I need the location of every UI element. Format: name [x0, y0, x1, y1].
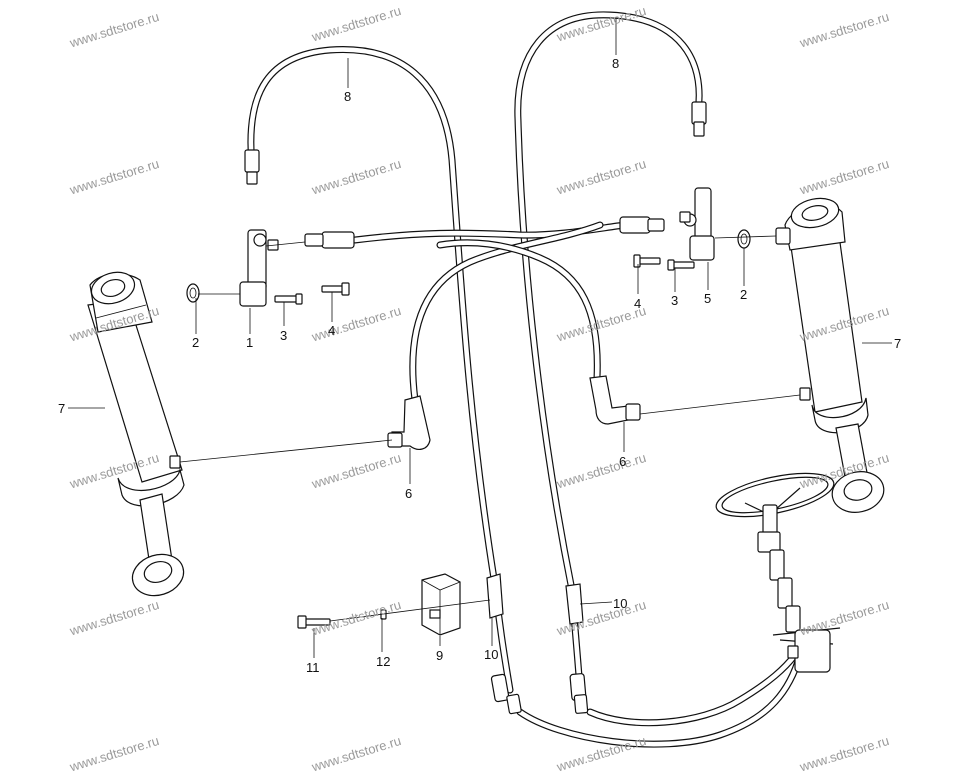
- bolt-4-left: [321, 282, 350, 296]
- bolt-11: [297, 615, 331, 629]
- hose-clip-10-left: [486, 573, 504, 619]
- callout-3-right: 3: [671, 293, 679, 308]
- callout-9: 9: [436, 648, 444, 663]
- leader-lines: [68, 18, 892, 658]
- callout-8-right: 8: [612, 56, 620, 71]
- callout-12: 12: [376, 654, 391, 669]
- bolt-3-left: [274, 293, 303, 305]
- callout-11: 11: [306, 660, 320, 675]
- callout-4-left: 4: [328, 323, 336, 338]
- hose-6-left-curve: [409, 221, 604, 404]
- callout-6-right: 6: [619, 454, 627, 469]
- washer-2-right: [737, 229, 751, 249]
- callout-3-left: 3: [280, 328, 288, 343]
- callout-1: 1: [246, 335, 254, 350]
- hose-fittings: [244, 101, 707, 715]
- bolt-4-right: [633, 254, 661, 268]
- callout-7-right: 7: [894, 336, 902, 351]
- elbow-fitting-6-left: [387, 395, 431, 450]
- washer-2-left: [186, 283, 200, 303]
- callout-6-left: 6: [405, 486, 413, 501]
- callout-10-right: 10: [613, 596, 628, 611]
- hose-8-left: [247, 46, 499, 589]
- callout-8-left: 8: [344, 89, 352, 104]
- hose-to-steering-unit: [516, 651, 804, 748]
- callout-2-right: 2: [740, 287, 748, 302]
- callout-2-left: 2: [192, 335, 200, 350]
- steering-column-assembly: [715, 472, 841, 673]
- hose-8-right: [514, 11, 703, 594]
- hydraulic-cylinder-right: [775, 197, 885, 513]
- tee-fitting-left: [239, 229, 279, 307]
- elbow-fitting-6-right: [589, 375, 641, 425]
- hose-6-right-curve: [436, 239, 601, 382]
- callout-4-right: 4: [634, 296, 642, 311]
- callout-5: 5: [704, 291, 712, 306]
- callout-7-left: 7: [58, 401, 66, 416]
- hydraulic-cylinder-left: [87, 271, 185, 597]
- clamp-bracket-9: [421, 573, 461, 636]
- callout-10-left: 10: [484, 647, 499, 662]
- bolt-3-right: [667, 259, 695, 271]
- tee-fitting-right: [679, 187, 715, 261]
- hose-clip-10-right: [565, 583, 584, 625]
